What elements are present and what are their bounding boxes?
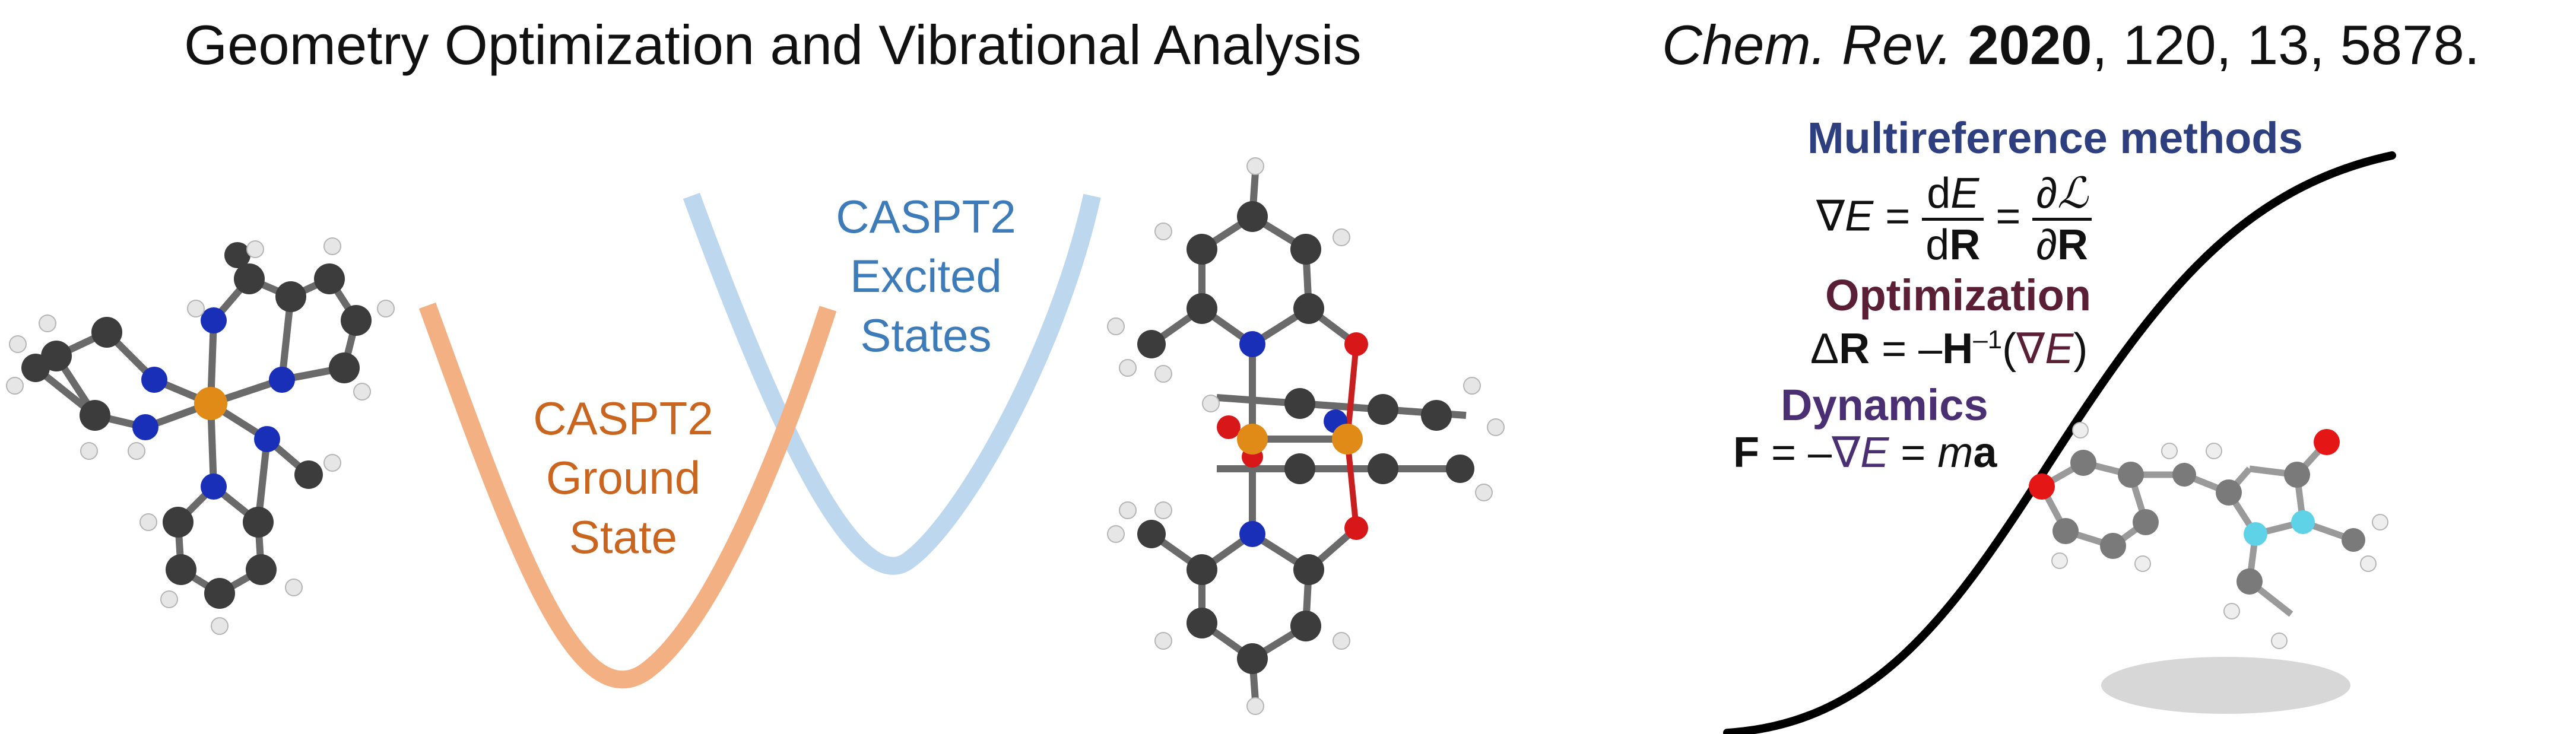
ground-state-label: CASPT2 Ground State [522,389,724,567]
dynamics-heading: Dynamics [1781,380,1988,430]
excited-label-line-3: States [860,309,992,361]
excited-state-label: CASPT2 Excited States [825,187,1027,365]
ground-label-line-2: Ground [545,452,701,504]
excited-label-line-1: CASPT2 [836,190,1016,243]
optimization-equation: ΔR = –H–1(∇E) [1810,325,2088,373]
excited-label-line-2: Excited [850,250,1002,302]
multireference-heading: Multireference methods [1807,113,2303,163]
excited-state-curve [683,192,1101,575]
ground-state-curve [418,302,837,689]
citation-year: 2020 [1968,14,2092,76]
citation-journal: Chem. Rev. [1662,14,1953,76]
dynamics-equation: F = –∇E = ma [1733,429,1997,476]
optimization-heading: Optimization [1825,271,2092,320]
citation: Chem. Rev. 2020, 120, 13, 5878. [1662,13,2480,77]
figure-title: Geometry Optimization and Vibrational An… [184,14,1362,76]
right-molecule [2029,422,2388,714]
ground-label-line-1: CASPT2 [533,392,713,444]
middle-molecule [1107,157,1505,715]
citation-volume: , 120, 13, 5878. [2092,14,2480,76]
left-molecule [6,237,395,635]
ground-label-line-3: State [569,511,678,563]
